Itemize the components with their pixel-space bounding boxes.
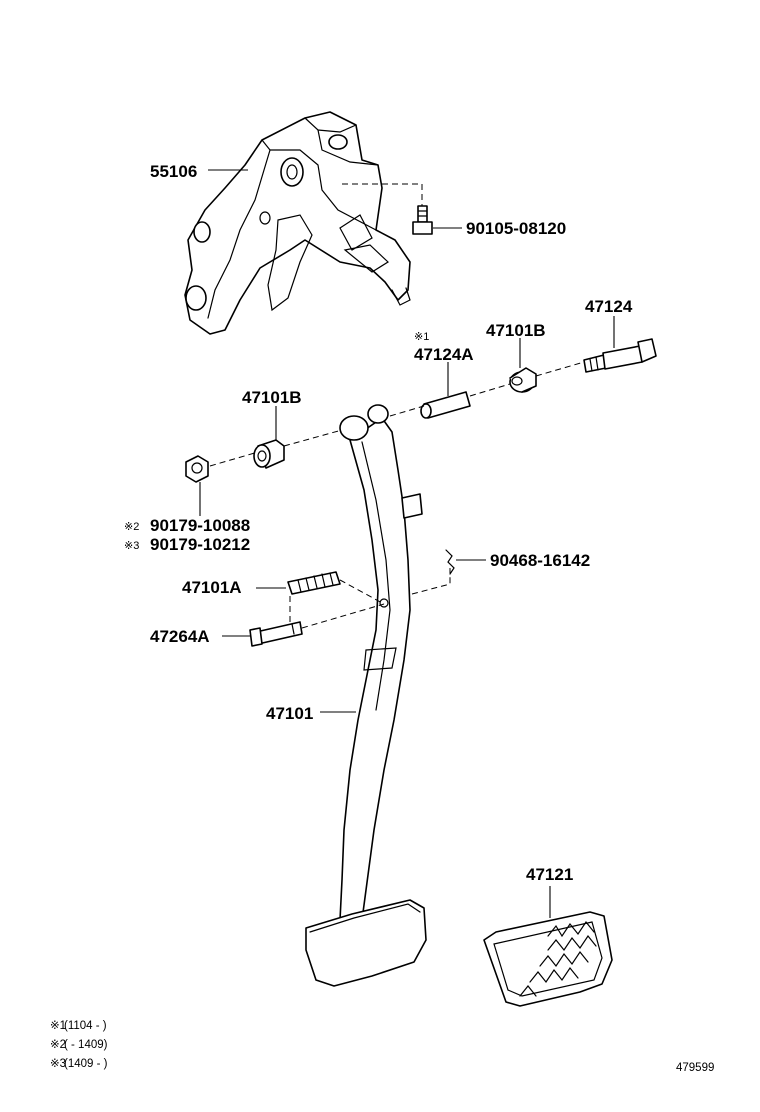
callout-47101: 47101 [266,704,313,723]
bracket-bolt-illustration [342,183,462,235]
callout-90179-10088: 90179-10088 [150,516,250,535]
pedal-pad-mounted-illustration [305,899,427,987]
pedal-arm-illustration [320,404,423,921]
pin-bolt-illustration [583,316,657,373]
pivot-axis-line [209,361,585,467]
callout-marker-2: ※2 [124,521,139,533]
footnote-1-range: (1104 - ) [64,1020,107,1032]
footnote-3-range: (1409 - ) [64,1058,108,1070]
footnote-2-range: ( - 1409) [64,1039,108,1051]
callout-47264a: 47264A [150,627,210,646]
pin-illustration [222,603,385,647]
callout-47124: 47124 [585,297,633,316]
callout-90179-10212: 90179-10212 [150,535,250,554]
callout-marker-3: ※3 [124,540,139,552]
figure-number: 479599 [676,1062,714,1074]
footnote-3-mark: ※3 [50,1058,66,1070]
callout-marker-1: ※1 [414,331,429,343]
nut-illustration [185,455,209,516]
callout-47101b-right: 47101B [486,321,546,340]
pedal-pad-illustration [483,886,613,1007]
pedal-bracket-illustration [184,111,411,335]
clip-illustration [411,549,486,595]
callout-90468-16142: 90468-16142 [490,551,590,570]
collar-illustration [420,362,471,419]
left-bushing-illustration [253,406,285,469]
callout-47124a: 47124A [414,345,474,364]
callout-47121: 47121 [526,865,573,884]
spring-illustration [256,571,385,622]
footnotes: ※1 (1104 - ) ※2 ( - 1409) ※3 (1409 - ) [50,1020,108,1070]
callout-55106: 55106 [150,162,197,181]
footnote-2-mark: ※2 [50,1039,66,1051]
callout-90105-08120: 90105-08120 [466,219,566,238]
footnote-1-mark: ※1 [50,1020,66,1032]
callout-47101b-left: 47101B [242,388,302,407]
callout-47101a: 47101A [182,578,242,597]
right-bushing-illustration [509,338,537,393]
